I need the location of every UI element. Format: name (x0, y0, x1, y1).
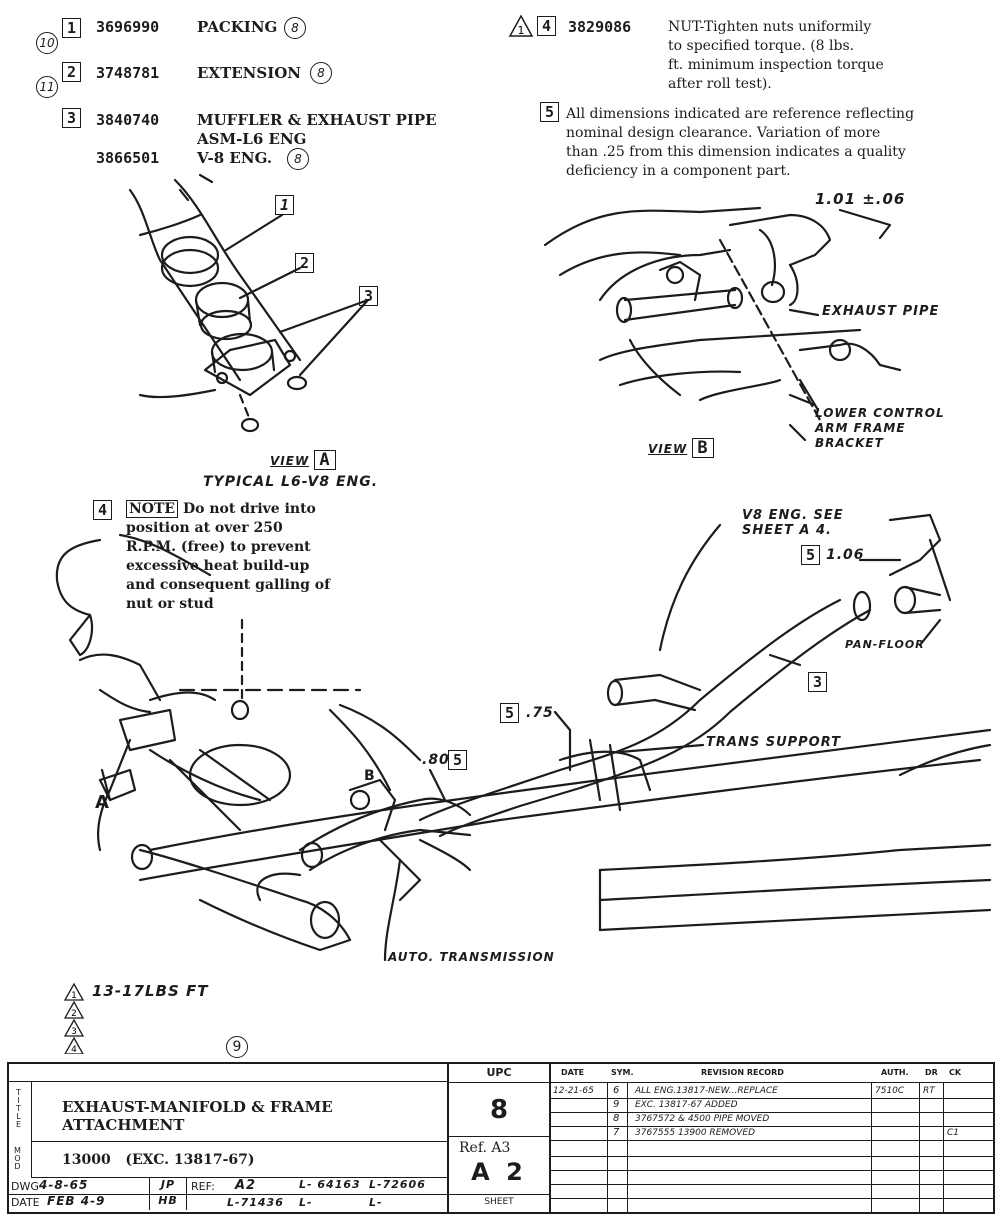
upc-label: UPC (449, 1064, 549, 1083)
item-number-box: 2 (62, 62, 82, 82)
revision-row: 9 EXC. 13817-67 ADDED (551, 1098, 993, 1113)
trans-support-label: TRANS SUPPORT (706, 735, 842, 750)
revision-record: DATE SYM. REVISION RECORD AUTH. DR CK 12… (551, 1064, 993, 1212)
dimension-label: 1.01 ±.06 (815, 190, 906, 208)
title-header-strip (9, 1064, 447, 1082)
callout-box-3: 3 (808, 672, 828, 692)
title-cell: EXHAUST-MANIFOLD & FRAME ATTACHMENT (31, 1082, 447, 1142)
ref-circle: 10 (36, 32, 58, 54)
revision-rows: 12-21-65 6 ALL ENG.13817-NEW...REPLACE 7… (551, 1084, 993, 1148)
item-number-box: 3 (62, 108, 82, 128)
item-number-box: 4 (93, 500, 113, 520)
sheet-label: SHEET (449, 1194, 549, 1211)
drive-note: NOTE Do not drive into position at over … (126, 500, 331, 612)
divider (9, 1194, 447, 1195)
revision-header: DATE SYM. REVISION RECORD AUTH. DR CK (551, 1064, 993, 1083)
part-description: EXTENSION (197, 64, 302, 82)
alt-part-description: V-8 ENG. (197, 149, 273, 167)
revision-row: 8 3767572 & 4500 PIPE MOVED (551, 1112, 993, 1127)
divider (871, 1082, 872, 1212)
ref-a3: Ref. A3 (459, 1140, 511, 1156)
svg-text:1: 1 (71, 991, 77, 1001)
sheet-code-circle: 9 (226, 1036, 248, 1058)
divider (551, 1184, 993, 1185)
v8-note: V8 ENG. SEE SHEET A 4. (742, 508, 844, 538)
callout-box-3: 3 (359, 286, 379, 306)
title-line-2: ATTACHMENT (62, 1116, 185, 1134)
item-number-box: 5 (801, 545, 821, 565)
view-a-marker: A (95, 792, 110, 813)
upc-block: UPC 8 Ref. A3 A 2 SHEET (447, 1064, 551, 1212)
view-b-label: VIEW B (648, 438, 714, 458)
callout-box-1: 1 (275, 195, 295, 215)
callout-box-2: 2 (295, 253, 315, 273)
dimension-note-text: All dimensions indicated are reference r… (566, 106, 915, 179)
wrench-outline (55, 538, 102, 617)
dim-75: .75 (526, 705, 554, 721)
sheet-value: A 2 (471, 1158, 527, 1186)
ref-circle: 11 (36, 76, 58, 98)
revision-row: 7 3767555 13900 REMOVED C1 (551, 1126, 993, 1141)
svg-text:4: 4 (71, 1045, 77, 1054)
divider (551, 1198, 993, 1199)
item-number-box: 5 (448, 750, 468, 770)
part-description: MUFFLER & EXHAUST PIPE (197, 111, 437, 129)
item-number-box: 1 (62, 18, 82, 38)
callout-circle: 11 (36, 76, 58, 98)
bracket-label: LOWER CONTROL ARM FRAME BRACKET (815, 406, 945, 450)
code-circle: 8 (284, 17, 306, 39)
view-a-caption: TYPICAL L6-V8 ENG. (203, 474, 379, 490)
auto-transmission-label: AUTO. TRANSMISSION (388, 950, 555, 964)
dim-80: .80 (422, 752, 450, 768)
dwg-row: DWG 4-8-65 JP DATE FEB 4-9 HB REF: A2 L-… (11, 1178, 426, 1210)
revision-row: 12-21-65 6 ALL ENG.13817-NEW...REPLACE 7… (551, 1084, 993, 1099)
title-line-1: EXHAUST-MANIFOLD & FRAME (62, 1098, 333, 1116)
callout-circle: 10 (36, 32, 58, 54)
part-description-2: ASM-L6 ENG (197, 130, 307, 148)
nut-note-text: NUT-Tighten nuts uniformily to specified… (668, 19, 884, 92)
svg-text:3: 3 (71, 1027, 77, 1037)
mod-side-label: MOD (13, 1146, 22, 1170)
dim-106: 1.06 (826, 547, 865, 563)
divider (919, 1082, 920, 1212)
exhaust-pipe-label: EXHAUST PIPE (822, 304, 940, 319)
divider (943, 1082, 944, 1212)
alt-part-number: 3866501 (96, 149, 160, 167)
item-number-box: 5 (540, 102, 560, 122)
divider (607, 1082, 608, 1212)
triangle-icons: 1 2 3 4 (63, 982, 85, 1054)
item-number-box: 5 (500, 703, 520, 723)
mod-value: 13000 (EXC. 13817-67) (62, 1152, 255, 1168)
item-number-box: 4 (537, 16, 557, 36)
divider (551, 1170, 993, 1171)
pan-floor-label: PAN-FLOOR (845, 638, 925, 651)
svg-text:1: 1 (518, 24, 525, 37)
title-block: EXHAUST-MANIFOLD & FRAME ATTACHMENT TITL… (7, 1062, 995, 1214)
title-side-label: TITLE (14, 1088, 23, 1128)
code-circle: 8 (310, 62, 332, 84)
part-number: 3840740 (96, 111, 160, 129)
code-circle: 8 (287, 148, 309, 170)
view-b-drawing (543, 206, 902, 442)
main-view-drawing (78, 513, 992, 962)
view-a-drawing (128, 173, 370, 433)
upc-value: 8 (449, 1084, 549, 1137)
triangle-icon: 1 (508, 14, 534, 37)
divider (551, 1156, 993, 1157)
part-number: 3748781 (96, 64, 160, 82)
view-b-marker: B (364, 768, 376, 784)
torque-value: 13-17LBS FT (92, 982, 209, 1000)
part-description: PACKING (197, 18, 278, 36)
view-a-label: VIEW A (270, 450, 336, 470)
svg-text:2: 2 (71, 1009, 77, 1019)
part-number: 3696990 (96, 18, 160, 36)
part-number: 3829086 (568, 18, 632, 36)
divider (627, 1082, 628, 1212)
mod-cell: 13000 (EXC. 13817-67) (31, 1142, 447, 1178)
